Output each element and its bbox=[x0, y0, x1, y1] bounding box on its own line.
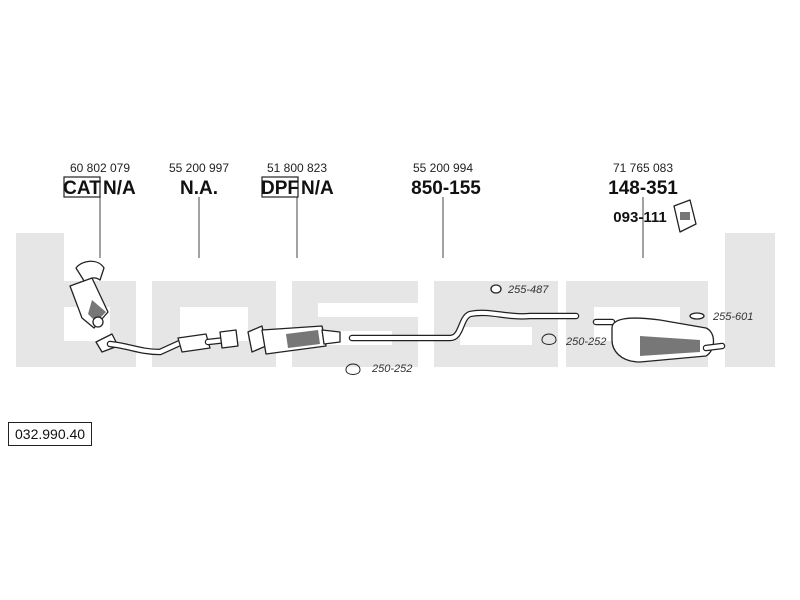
part-number: 148-351 bbox=[608, 178, 678, 199]
accessory-label: 250-252 bbox=[565, 336, 606, 348]
oe-number: 55 200 994 bbox=[413, 161, 473, 175]
oe-number: 60 802 079 bbox=[70, 161, 130, 175]
oe-number: 55 200 997 bbox=[169, 161, 229, 175]
part-number: 850-155 bbox=[411, 178, 481, 199]
bracket-part-number: 093-111 bbox=[613, 209, 666, 226]
diesel-particulate-filter[interactable] bbox=[247, 325, 341, 355]
diagram-reference-number: 032.990.40 bbox=[8, 422, 93, 446]
mounting-bracket-icon[interactable] bbox=[673, 199, 697, 233]
clamp-icon[interactable] bbox=[541, 333, 557, 345]
part-tag: CAT bbox=[63, 178, 101, 199]
accessory-label: 255-487 bbox=[507, 284, 549, 296]
part-number: N/A bbox=[301, 178, 334, 199]
rubber-mount-icon[interactable] bbox=[689, 312, 705, 320]
clamp-icon[interactable] bbox=[345, 363, 361, 375]
rubber-mount-icon[interactable] bbox=[490, 284, 502, 294]
cat-tag-box bbox=[63, 176, 101, 198]
dpf-tag-box bbox=[261, 176, 299, 198]
oe-number: 51 800 823 bbox=[267, 161, 327, 175]
part-tag: DPF bbox=[261, 178, 299, 199]
part-number: N.A. bbox=[180, 178, 218, 199]
part-number: N/A bbox=[103, 178, 136, 199]
front-pipe[interactable] bbox=[95, 329, 239, 356]
middle-pipe[interactable] bbox=[348, 309, 580, 342]
rear-muffler[interactable] bbox=[592, 317, 726, 363]
accessory-label: 255-601 bbox=[712, 311, 753, 323]
catalytic-converter[interactable] bbox=[69, 260, 109, 329]
accessory-label: 250-252 bbox=[371, 363, 412, 375]
oe-number: 71 765 083 bbox=[613, 161, 673, 175]
